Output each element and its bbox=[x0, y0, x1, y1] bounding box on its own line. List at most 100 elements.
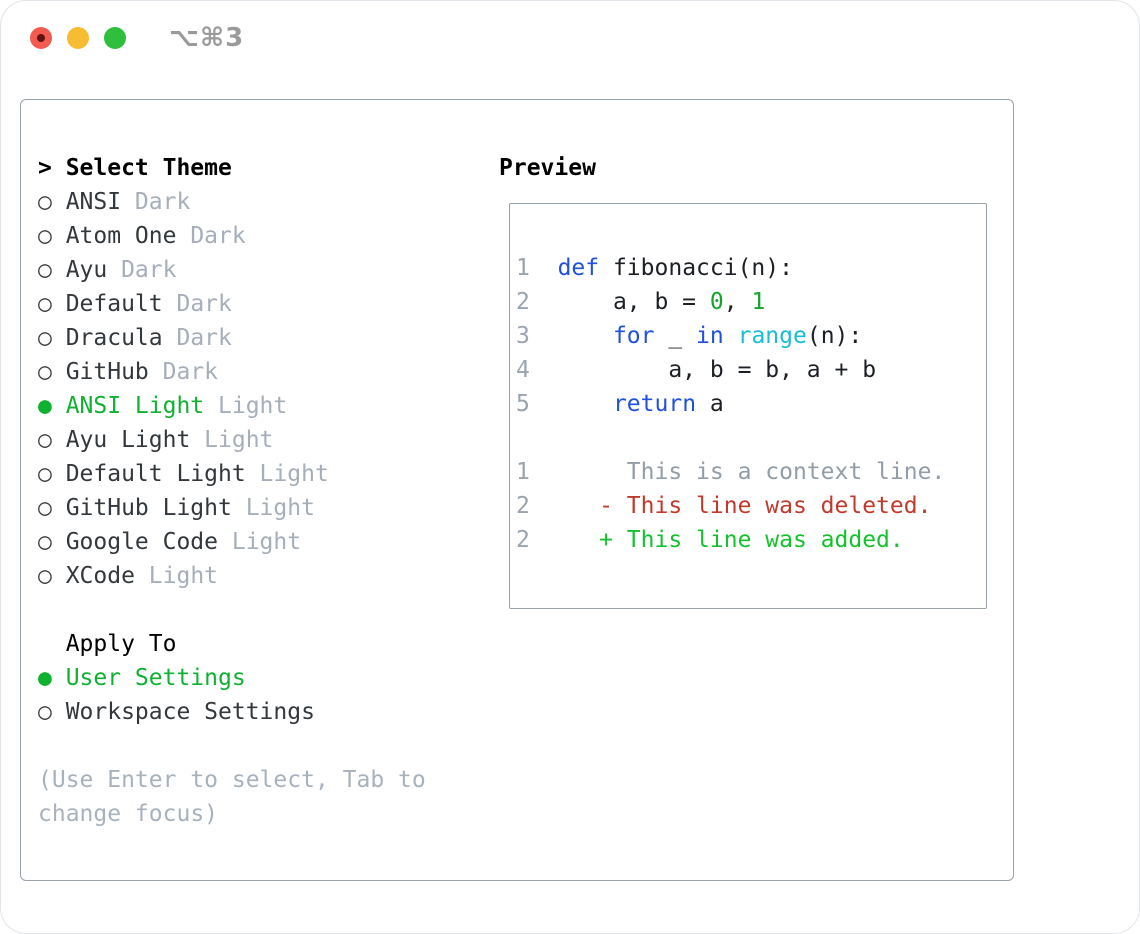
option-label: ANSI bbox=[65, 189, 122, 215]
minimize-button[interactable] bbox=[67, 27, 89, 49]
apply-to-option-list: ●User Settings ○ Workspace Settings bbox=[38, 661, 315, 729]
theme-variant-label: Dark bbox=[107, 257, 177, 283]
theme-option-list: ○ANSI Dark○Atom One Dark○Ayu Dark○Defaul… bbox=[38, 185, 329, 593]
code-token: def bbox=[557, 255, 600, 281]
option-label: Google Code bbox=[65, 529, 219, 555]
radio-unselected-icon: ○ bbox=[38, 189, 52, 215]
code-token: in bbox=[696, 323, 724, 349]
theme-variant-label: Light bbox=[204, 393, 288, 419]
line-number: 4 bbox=[516, 357, 530, 383]
code-token: 1 bbox=[751, 289, 766, 315]
preview-code-line: 1 def fibonacci(n): bbox=[516, 251, 986, 285]
theme-option[interactable]: ○ GitHub Light Light bbox=[38, 491, 329, 525]
select-theme-header: > Select Theme bbox=[38, 151, 329, 185]
apply-to-option[interactable]: ○ Workspace Settings bbox=[38, 695, 315, 729]
apply-to-title: Apply To bbox=[65, 631, 177, 657]
prompt-icon: > bbox=[38, 155, 52, 181]
preview-code-line: 1 This is a context line. bbox=[516, 455, 986, 489]
theme-variant-label: Light bbox=[134, 563, 219, 589]
code-token: a, b = bbox=[529, 289, 710, 315]
option-label: Ayu Light bbox=[65, 427, 191, 453]
main-panel: >Select Theme ○ANSI Dark○Atom One Dark○A… bbox=[20, 99, 1014, 881]
radio-unselected-icon: ○ bbox=[38, 359, 52, 385]
code-token: fibonacci(n): bbox=[599, 255, 793, 281]
option-label: Dracula bbox=[65, 325, 163, 351]
theme-option[interactable]: ○ Ayu Dark bbox=[38, 253, 329, 287]
line-number: 1 bbox=[516, 255, 530, 281]
line-number: 1 bbox=[516, 459, 530, 485]
preview-code-line: 2 + This line was added. bbox=[516, 523, 986, 557]
theme-option[interactable]: ● ANSI Light Light bbox=[38, 389, 329, 423]
theme-variant-label: Dark bbox=[162, 291, 232, 317]
theme-variant-label: Dark bbox=[148, 359, 219, 385]
line-number: 5 bbox=[516, 391, 530, 417]
code-token bbox=[530, 255, 558, 281]
option-label: User Settings bbox=[65, 665, 246, 691]
radio-unselected-icon: ○ bbox=[38, 223, 52, 249]
theme-variant-label: Light bbox=[190, 427, 274, 453]
theme-variant-label: Dark bbox=[121, 189, 191, 215]
radio-selected-icon: ● bbox=[38, 393, 52, 419]
theme-option[interactable]: ○Default Light Light bbox=[38, 457, 329, 491]
code-token: for bbox=[612, 323, 655, 349]
theme-variant-label: Dark bbox=[176, 223, 246, 249]
apply-to-group: Apply To ●User Settings ○ Workspace Settin… bbox=[38, 627, 315, 729]
line-number: 2 bbox=[516, 289, 530, 315]
option-label: GitHub bbox=[65, 359, 149, 385]
code-token: a bbox=[696, 391, 724, 417]
apply-to-option[interactable]: ●User Settings bbox=[38, 661, 315, 695]
code-token: + This line was added. bbox=[529, 527, 904, 553]
theme-option[interactable]: ○Google Code Light bbox=[38, 525, 329, 559]
option-label: Default Light bbox=[65, 461, 246, 487]
preview-code-line: 5 return a bbox=[516, 387, 986, 421]
preview-code-line: 2 - This line was deleted. bbox=[516, 489, 986, 523]
keyboard-hint: (Use Enter to select, Tab to change focu… bbox=[38, 767, 426, 827]
radio-unselected-icon: ○ bbox=[38, 427, 52, 453]
radio-unselected-icon: ○ bbox=[38, 325, 52, 351]
theme-option[interactable]: ○Atom One Dark bbox=[38, 219, 329, 253]
code-token: This is a context line. bbox=[529, 459, 946, 485]
theme-selector: >Select Theme ○ANSI Dark○Atom One Dark○A… bbox=[38, 151, 329, 593]
code-diff-gap bbox=[516, 421, 986, 455]
option-label: Workspace Settings bbox=[65, 699, 315, 725]
titlebar: ⌥⌘3 bbox=[1, 1, 1139, 75]
theme-option[interactable]: ○ ANSI Dark bbox=[38, 185, 329, 219]
code-token bbox=[724, 323, 738, 349]
theme-option[interactable]: ○ XCode Light bbox=[38, 559, 329, 593]
theme-variant-label: Light bbox=[218, 529, 302, 555]
radio-unselected-icon: ○ bbox=[38, 563, 52, 589]
line-number: 2 bbox=[516, 527, 530, 553]
apply-to-spacer bbox=[38, 627, 66, 661]
theme-option[interactable]: ○ GitHub Dark bbox=[38, 355, 329, 389]
option-label: ANSI Light bbox=[65, 393, 205, 419]
option-label: Ayu bbox=[65, 257, 108, 283]
preview-code-line: 2 a, b = 0, 1 bbox=[516, 285, 986, 319]
diff-preview: 1 This is a context line.2 - This line w… bbox=[516, 455, 986, 557]
radio-unselected-icon: ○ bbox=[38, 495, 52, 521]
line-number: 3 bbox=[516, 323, 530, 349]
theme-variant-label: Dark bbox=[162, 325, 232, 351]
option-label: GitHub Light bbox=[65, 495, 232, 521]
option-label: Default bbox=[65, 291, 163, 317]
radio-unselected-icon: ○ bbox=[38, 699, 52, 725]
code-token: - This line was deleted. bbox=[529, 493, 932, 519]
option-label: XCode bbox=[65, 563, 135, 589]
theme-option[interactable]: ○Default Dark bbox=[38, 287, 329, 321]
code-token bbox=[530, 323, 613, 349]
theme-option[interactable]: ○ Dracula Dark bbox=[38, 321, 329, 355]
window-title: ⌥⌘3 bbox=[169, 23, 245, 53]
radio-unselected-icon: ○ bbox=[38, 257, 52, 283]
zoom-button[interactable] bbox=[104, 27, 126, 49]
code-token: range bbox=[737, 323, 807, 349]
code-token: return bbox=[612, 391, 697, 417]
theme-variant-label: Light bbox=[231, 495, 315, 521]
code-token: _ bbox=[654, 323, 697, 349]
code-token: (n): bbox=[806, 323, 863, 349]
theme-option[interactable]: ○ Ayu Light Light bbox=[38, 423, 329, 457]
select-theme-title: Select Theme bbox=[65, 155, 232, 181]
close-button[interactable] bbox=[30, 27, 52, 49]
preview-code-line: 4 a, b = b, a + b bbox=[516, 353, 986, 387]
